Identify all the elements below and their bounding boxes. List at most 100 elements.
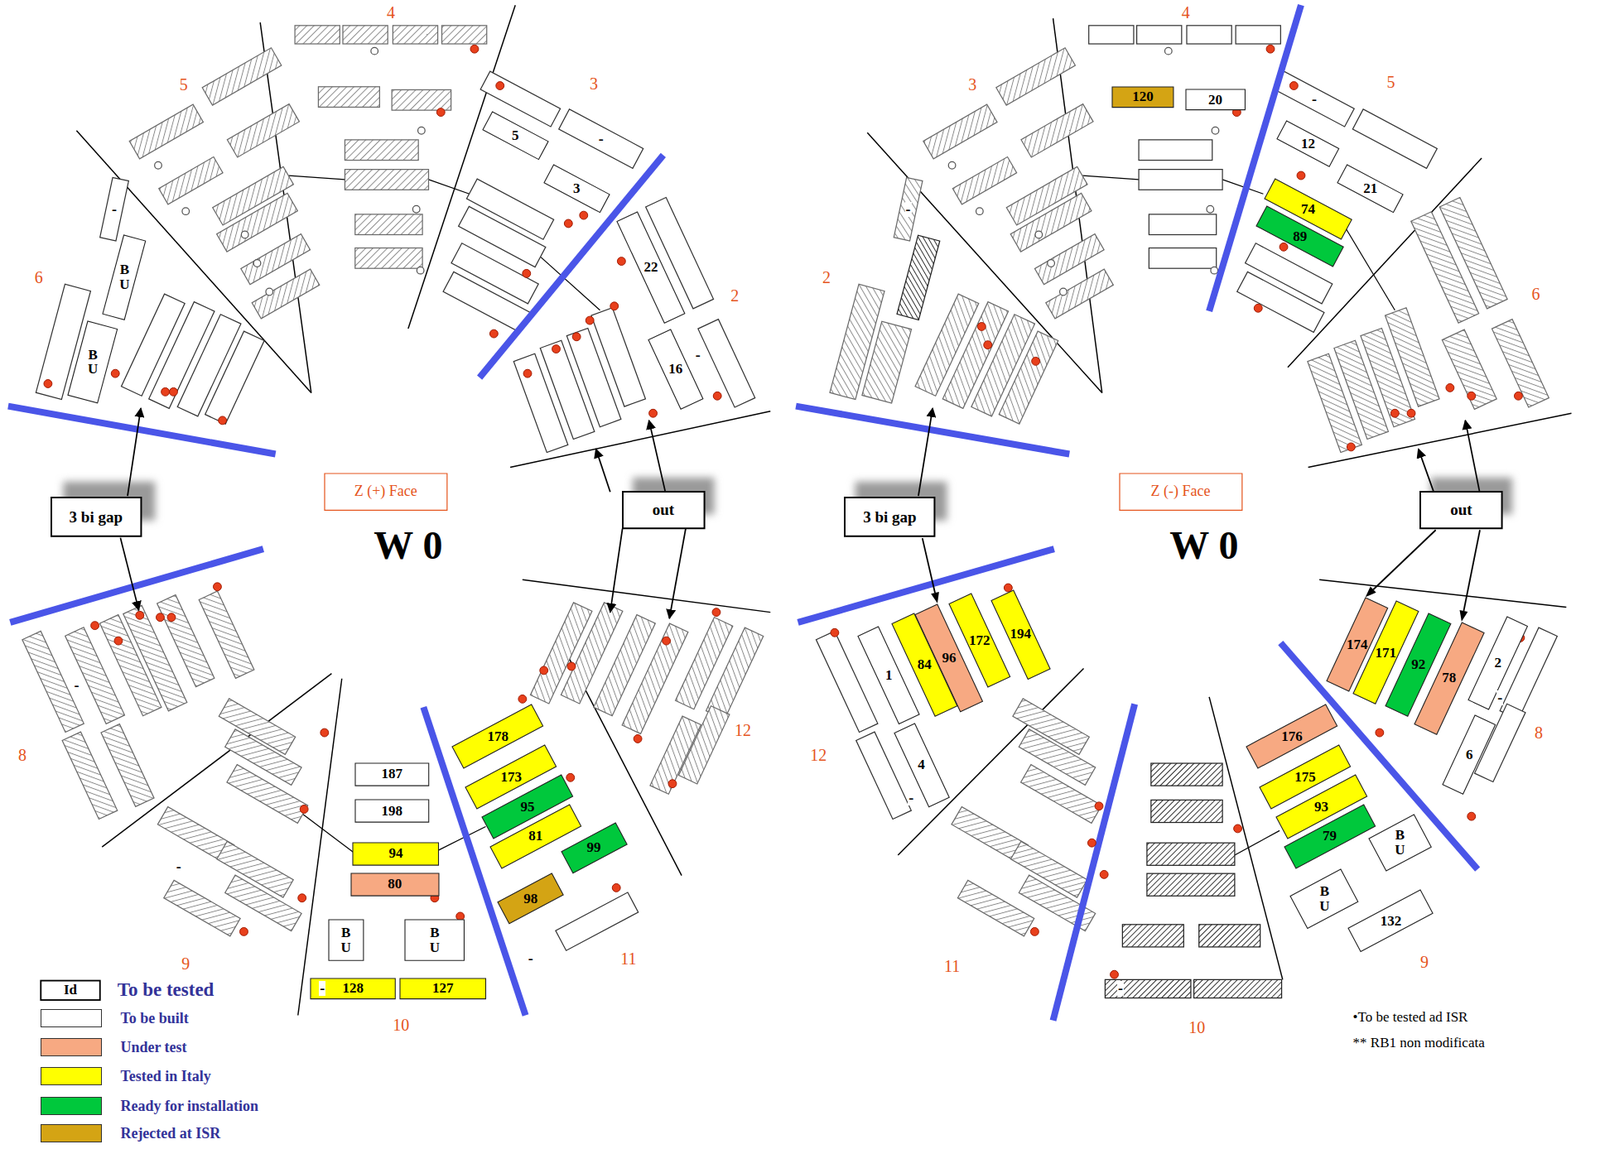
- red-dot: [169, 387, 179, 396]
- legend-text: Tested in Italy: [120, 1069, 211, 1085]
- chamber-id: 1: [885, 668, 893, 684]
- chamber-id: out: [652, 501, 675, 519]
- hatched-chamber: [129, 104, 203, 160]
- small-circle: [154, 47, 426, 296]
- sector-line: [76, 4, 1572, 1016]
- arrow-connector: [1460, 530, 1480, 622]
- chamber-id: 127: [432, 981, 454, 997]
- legend-id: Id: [62, 983, 78, 998]
- red-dot: [522, 269, 531, 278]
- chamber-id: 2: [1494, 655, 1503, 671]
- red-dot: [712, 608, 721, 617]
- hatched-chamber: [355, 214, 423, 236]
- chamber-box: 198: [353, 798, 431, 825]
- small-circle: [412, 205, 420, 213]
- chamber-link: [289, 175, 346, 180]
- red-dot: [610, 302, 619, 311]
- sector-number: 9: [1419, 954, 1430, 971]
- chamber-id: 74: [1301, 202, 1316, 217]
- small-circle: [1060, 288, 1068, 296]
- chamber-box: B U: [1288, 867, 1360, 931]
- note-text: •To be tested ad ISR: [1352, 1010, 1470, 1025]
- legend-text: To be tested: [117, 980, 215, 1000]
- hatched-chamber: [163, 880, 241, 937]
- blue-boundary: [9, 549, 264, 623]
- chamber-id: 79: [1322, 828, 1337, 844]
- open-chamber: [591, 308, 646, 407]
- chamber-id: 99: [587, 840, 602, 856]
- chamber-id: 78: [1441, 670, 1456, 686]
- box-shape: [1468, 616, 1528, 710]
- red-dot: [299, 805, 309, 815]
- pointer-arrow: [120, 538, 139, 612]
- box-shape: [67, 321, 118, 404]
- hatched-chamber: [22, 591, 255, 820]
- dash-mark: -: [1496, 690, 1504, 706]
- red-dot: [1279, 242, 1288, 251]
- open-chamber: [559, 109, 644, 169]
- box-shape: [1414, 622, 1485, 735]
- hatched-chamber: [344, 169, 429, 191]
- sector-number: 5: [1385, 73, 1396, 91]
- chamber-box: B U: [1367, 813, 1433, 873]
- chamber-id: 20: [1208, 92, 1223, 108]
- box-shape: [355, 763, 429, 786]
- chamber-box: 4: [892, 722, 951, 810]
- chamber-box: 194: [989, 588, 1052, 681]
- red-dot: [1467, 391, 1476, 400]
- red-dot: [1094, 802, 1104, 811]
- legend-text: Ready for installation: [120, 1098, 259, 1114]
- small-circle: [1210, 266, 1219, 275]
- chamber-box: B U: [327, 918, 366, 963]
- open-chamber: [1237, 271, 1325, 333]
- box-shape: [1256, 206, 1344, 267]
- chamber-id: 3 bi gap: [69, 509, 123, 526]
- red-dot: [213, 583, 222, 592]
- chamber-box: 5: [481, 110, 550, 162]
- open-chamber: [1148, 214, 1216, 236]
- hatched-chamber: [1491, 319, 1549, 408]
- arrow-line: [1463, 530, 1480, 612]
- hatched-chamber: [226, 765, 309, 825]
- chamber-box: 79: [1282, 803, 1378, 871]
- legend-text: Under test: [120, 1040, 187, 1056]
- hatched-chamber: [157, 698, 308, 937]
- chamber-id: B U: [87, 347, 98, 378]
- chamber-id: 92: [1411, 657, 1426, 673]
- red-dot: [218, 416, 227, 425]
- dense-hatched-chamber: [1122, 925, 1184, 948]
- red-dot: [161, 387, 170, 396]
- red-dot: [1346, 443, 1355, 452]
- hatched-chamber: [294, 25, 340, 44]
- hatched-chamber: [1441, 329, 1497, 410]
- box-shape: [324, 473, 448, 511]
- hatched-chamber: [22, 25, 1549, 937]
- small-circle: [948, 161, 956, 169]
- legend-swatch: [40, 1124, 102, 1143]
- blue-boundary: [1209, 4, 1302, 312]
- box-shape: [51, 497, 141, 537]
- small-circle: [1047, 260, 1056, 268]
- red-dot: [1296, 171, 1306, 180]
- pointer-arrow: [1418, 448, 1434, 492]
- chamber-box: 89: [1254, 204, 1345, 269]
- chamber-box: 20: [1184, 87, 1247, 112]
- sector-number: 3: [588, 75, 599, 92]
- dash-mark: -: [110, 202, 118, 217]
- hatched-chamber: [198, 591, 255, 679]
- chamber-id: 6: [1465, 747, 1474, 763]
- hatched-chamber: [159, 156, 223, 204]
- dash-mark: -: [1117, 981, 1124, 997]
- red-dot: [1407, 409, 1416, 418]
- chamber-id: 120: [1132, 89, 1154, 105]
- sector-number: 4: [385, 4, 396, 21]
- red-dot: [436, 108, 445, 117]
- box-shape: [1284, 804, 1376, 869]
- red-dot: [1030, 928, 1039, 937]
- box-shape: [1119, 473, 1243, 511]
- small-circle: [253, 260, 261, 268]
- chamber-id: out: [1450, 501, 1472, 519]
- chamber-id: 175: [1294, 770, 1316, 786]
- chamber-id: B U: [341, 925, 352, 956]
- chamber-box: 16: [646, 327, 705, 411]
